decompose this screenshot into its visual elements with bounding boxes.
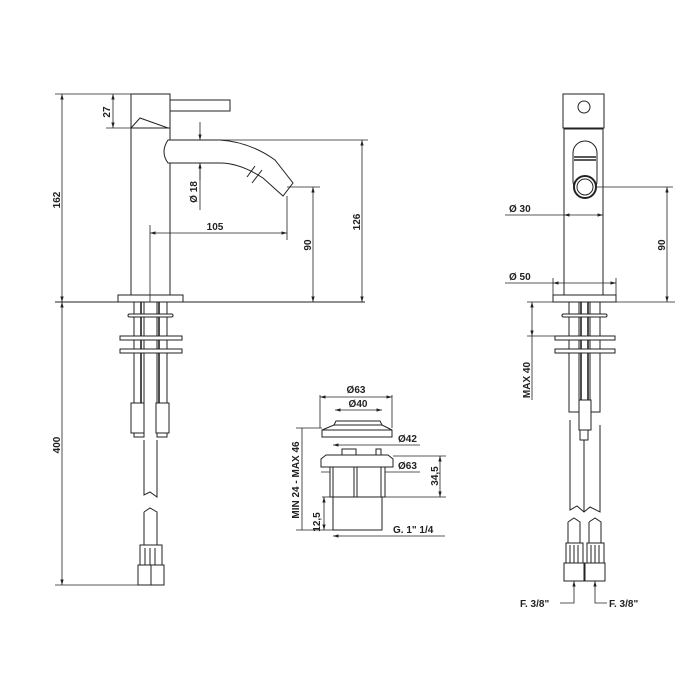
dim-diameter-30: Ø 30 <box>509 204 531 215</box>
dim-min-max: MIN 24 - MAX 46 <box>291 441 302 519</box>
dim-34-5: 34,5 <box>430 466 441 486</box>
waste-view: Ø63 Ø40 Ø42 Ø63 34,5 MIN 24 - MAX 46 12,… <box>291 385 446 538</box>
dim-max-40: MAX 40 <box>522 362 533 399</box>
dim-diameter-18: Ø 18 <box>189 181 200 203</box>
dim-40: Ø40 <box>349 399 368 410</box>
dim-105: 105 <box>207 222 224 233</box>
side-view: 162 400 27 Ø 18 105 90 126 <box>52 93 368 586</box>
indicator-circle <box>577 100 591 114</box>
dim-90-side: 90 <box>303 239 314 251</box>
dim-400: 400 <box>52 436 63 453</box>
dim-27: 27 <box>102 106 113 118</box>
faucet-body <box>130 127 171 296</box>
spout <box>163 139 294 197</box>
base-plate <box>117 294 184 303</box>
dim-flange-63: Ø63 <box>398 461 417 472</box>
dim-diameter-50: Ø 50 <box>509 272 531 283</box>
dim-thread: G. 1" 1/4 <box>393 525 434 536</box>
handle-body <box>130 93 171 129</box>
dim-12-5: 12,5 <box>312 512 323 532</box>
connection-right-label: F. 3/8" <box>609 599 638 610</box>
lever <box>169 99 231 112</box>
front-view: Ø 30 Ø 50 90 MAX 40 F. 3/8" <box>505 93 675 610</box>
dim-42: Ø42 <box>398 434 417 445</box>
connection-left-label: F. 3/8" <box>520 599 549 610</box>
dim-126: 126 <box>352 213 363 230</box>
dim-90-front: 90 <box>657 239 668 251</box>
dim-cap-63: Ø63 <box>347 385 366 396</box>
dim-162: 162 <box>52 191 63 208</box>
